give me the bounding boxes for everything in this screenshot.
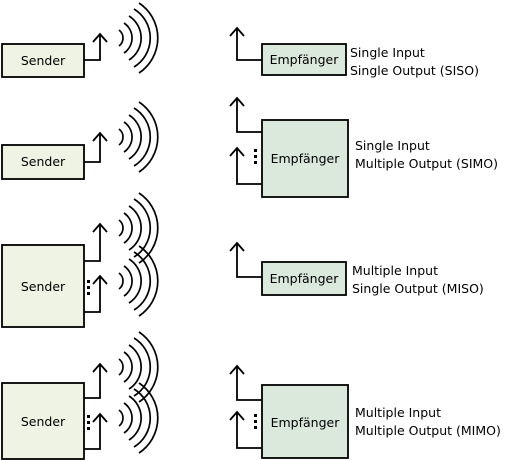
sender-box	[1, 144, 85, 180]
ellipsis-dots-icon	[254, 414, 257, 429]
radio-waves-icon	[118, 101, 159, 173]
receiver-label: Empfänger	[270, 52, 340, 67]
mode-description-line1: Multiple Input	[352, 263, 438, 278]
sender-box	[1, 43, 85, 78]
row-mimo: Sender Empfänger Mu	[1, 331, 501, 460]
row-simo: Sender Empfänger Single Input Multiple O…	[1, 96, 498, 198]
ellipsis-dots-icon	[87, 415, 90, 430]
sender-label: Sender	[21, 154, 66, 169]
receive-antenna-icon	[229, 96, 262, 133]
sender-label: Sender	[21, 279, 66, 294]
receiver-box	[261, 43, 347, 76]
transmit-antenna-icon	[84, 32, 108, 61]
transmit-antenna-icon	[84, 222, 108, 262]
receiver-box	[261, 119, 349, 198]
receive-antenna-icon	[229, 26, 262, 61]
transmit-antenna-icon	[84, 362, 108, 399]
radio-waves-icon	[118, 2, 159, 74]
sender-label: Sender	[21, 414, 66, 429]
receive-antenna-icon	[229, 241, 262, 278]
mode-description-line1: Multiple Input	[355, 405, 441, 420]
radio-waves-icon	[118, 245, 159, 317]
transmit-antenna-icon	[84, 131, 108, 163]
receive-antenna-icon	[229, 364, 262, 401]
receive-antenna-icon	[229, 146, 262, 185]
ellipsis-dots-icon	[254, 149, 257, 164]
receive-antenna-icon	[229, 410, 262, 449]
receiver-label: Empfänger	[271, 151, 341, 166]
mode-description-line1: Single Input	[350, 45, 425, 60]
receiver-box	[261, 261, 347, 296]
mode-description-line2: Multiple Output (SIMO)	[355, 156, 498, 171]
mode-description-line1: Single Input	[355, 138, 430, 153]
sender-label: Sender	[21, 53, 66, 68]
sender-box	[1, 382, 85, 460]
mode-description-line2: Single Output (MISO)	[352, 281, 484, 296]
mode-description-line2: Single Output (SISO)	[350, 63, 479, 78]
radio-waves-icon	[118, 192, 159, 264]
row-siso: Sender Empfänger Single Input Single Out…	[1, 2, 479, 78]
row-miso: Sender Empfänger Multiple Input Single O…	[1, 192, 484, 328]
receiver-label: Empfänger	[271, 415, 341, 430]
receiver-box	[261, 384, 349, 459]
mode-description-line2: Multiple Output (MIMO)	[355, 423, 501, 438]
transmit-antenna-icon	[84, 412, 108, 450]
transmit-antenna-icon	[84, 274, 108, 313]
receiver-label: Empfänger	[270, 271, 340, 286]
sender-box	[1, 244, 85, 328]
ellipsis-dots-icon	[87, 280, 90, 295]
